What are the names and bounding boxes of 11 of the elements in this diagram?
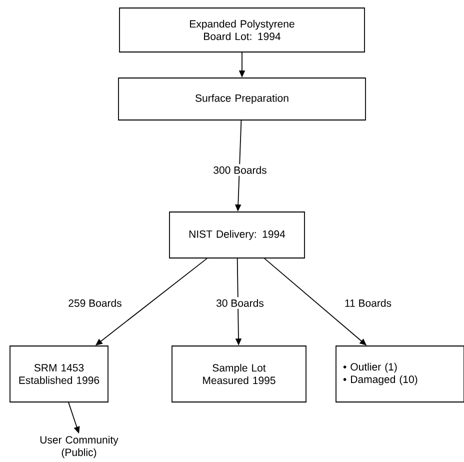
process-box: • Outlier (1) • Damaged (10)	[336, 346, 464, 402]
end-label: User Community (Public)	[40, 436, 118, 458]
process-box: Expanded Polystyrene Board Lot: 1994	[119, 8, 365, 52]
edge-label: 30 Boards	[214, 297, 266, 309]
process-box: Surface Preparation	[118, 78, 366, 120]
process-box: NIST Delivery: 1994	[169, 212, 305, 258]
edge-label: 11 Boards	[342, 297, 394, 309]
edge-label: 300 Boards	[211, 164, 269, 176]
edge-label: 259 Boards	[66, 297, 124, 309]
process-box: Sample Lot Measured 1995	[172, 346, 306, 402]
process-box: SRM 1453 Established 1996	[10, 346, 108, 402]
